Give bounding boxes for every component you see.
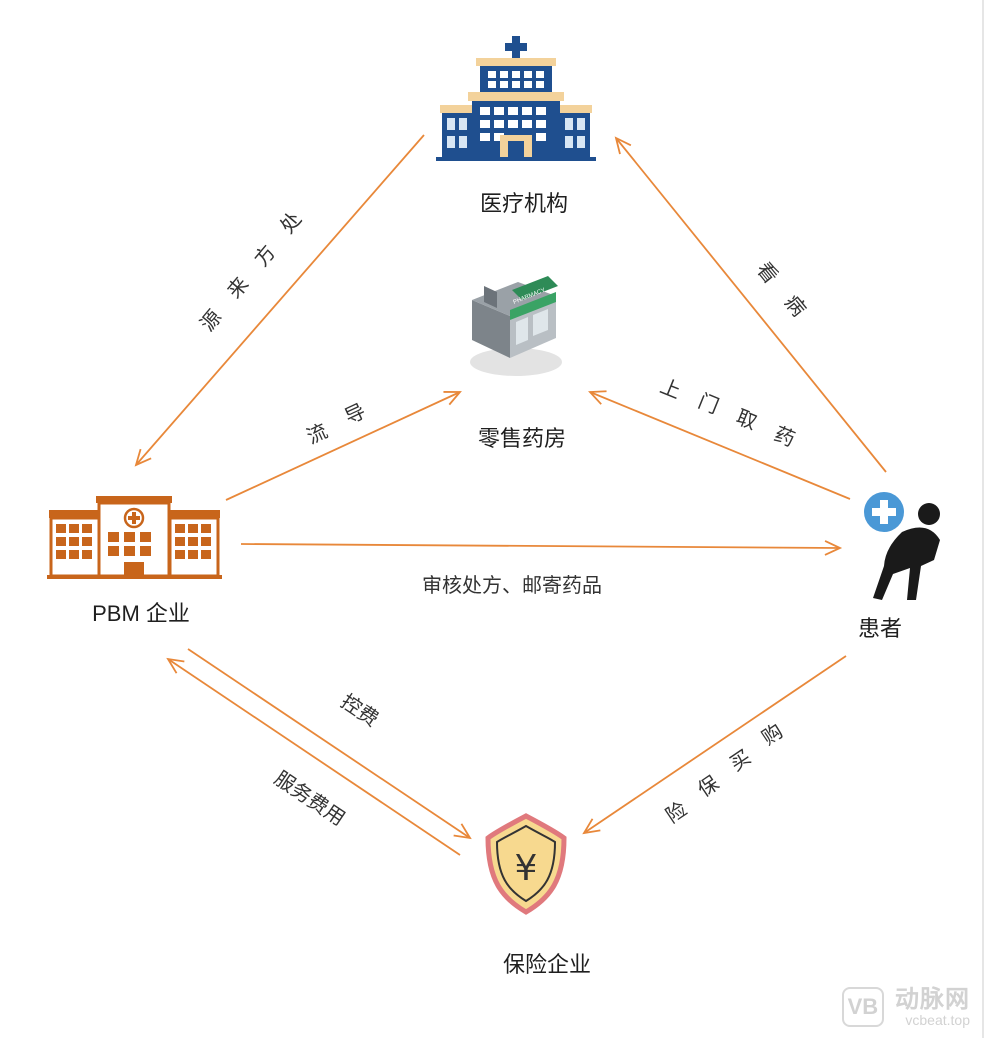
arrow-review [240, 540, 843, 556]
hospital-label: 医疗机构 [480, 192, 568, 217]
patient-label: 患者 [858, 617, 902, 642]
label-service-fee: 服务费用 [270, 766, 350, 831]
label-buy-insurance-2: 买 [725, 745, 755, 776]
label-buy-insurance-3: 保 [693, 771, 723, 802]
watermark: VB 动脉网 vcbeat.top [841, 986, 970, 1028]
watermark-en: vcbeat.top [905, 1012, 970, 1028]
right-border [982, 0, 984, 1038]
hospital-icon [436, 36, 596, 161]
patient-icon [864, 492, 940, 600]
insurer-label: 保险企业 [503, 953, 591, 978]
label-rx-source-2: 方 [249, 240, 280, 271]
arrow-guide [225, 391, 462, 501]
arrow-see-doctor [614, 136, 887, 473]
arrow-service-fee [166, 657, 461, 856]
label-see-doctor-1: 看 [752, 257, 783, 288]
watermark-logo: VB [841, 987, 884, 1027]
pbm-label: PBM 企业 [92, 601, 190, 626]
label-pickup-2: 门 [695, 389, 723, 419]
label-control-cost: 控费 [337, 689, 384, 731]
label-rx-source-3: 来 [222, 272, 253, 303]
yuan-symbol: ¥ [515, 848, 538, 889]
arrow-pickup [588, 390, 851, 500]
label-buy-insurance-4: 险 [661, 797, 691, 828]
arrow-rx-source [134, 134, 425, 467]
arrow-buy-insurance [582, 655, 847, 835]
label-guide-2: 流 [303, 419, 331, 449]
pbm-building-icon [47, 496, 222, 579]
label-review: 审核处方、邮寄药品 [422, 573, 602, 597]
label-pickup-3: 取 [733, 405, 761, 435]
label-rx-source-1: 处 [275, 207, 306, 238]
label-pickup-4: 药 [771, 422, 799, 452]
label-guide-1: 导 [341, 399, 369, 429]
label-pickup-1: 上 [657, 374, 685, 404]
label-rx-source-4: 源 [195, 305, 226, 336]
pharmacy-store-icon: PHARMACY [470, 276, 562, 376]
watermark-text: 动脉网 vcbeat.top [895, 986, 970, 1028]
label-buy-insurance-1: 购 [757, 719, 787, 750]
insurer-shield-icon: ¥ [485, 813, 567, 915]
arrow-control-cost [187, 648, 472, 840]
watermark-cn: 动脉网 [895, 985, 970, 1013]
pharmacy-label: 零售药房 [478, 427, 566, 452]
label-see-doctor-2: 病 [780, 290, 811, 321]
